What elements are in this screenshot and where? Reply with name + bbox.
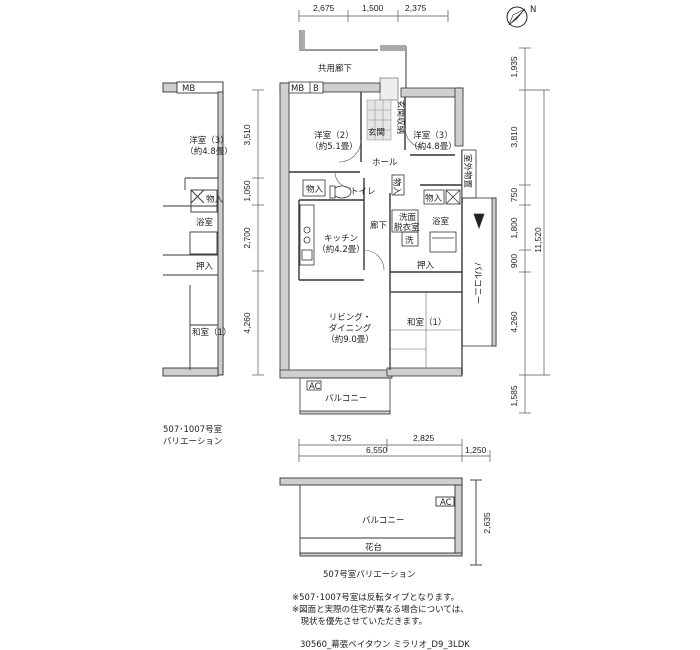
mb-box <box>288 81 324 94</box>
room2-size: （約5.1畳） <box>310 141 358 152</box>
side-balcony <box>461 197 497 347</box>
right-dim-3: 750 <box>509 188 519 202</box>
storage-label-3: 物入 <box>425 193 443 204</box>
room3-size: （約4.8畳） <box>409 141 457 152</box>
bottom-balcony-label: バルコニー <box>362 516 404 526</box>
bottom-ac-label: AC <box>440 498 452 508</box>
right-dim-4: 1,800 <box>509 217 519 239</box>
kitchen-name: キッチン <box>324 234 358 244</box>
living-size: （約9.0畳） <box>326 334 374 345</box>
outdoor-storage-label: 室外物置 <box>462 154 473 189</box>
note-3: 現状を優先させていただきます。 <box>292 617 428 627</box>
washroom-label: 洗面 <box>399 212 417 223</box>
bottom-dimension-line <box>298 439 491 462</box>
top-dim-1: 2,675 <box>313 3 335 13</box>
wash-bath-fixtures <box>391 209 457 253</box>
oshiire-label: 押入 <box>417 260 435 271</box>
genkan-storage-label: 玄関収納 <box>395 100 406 134</box>
room3-name: 洋室（3） <box>413 130 452 141</box>
bottom-variation-caption: 507号室バリエーション <box>323 570 416 580</box>
right-dim-7: 1,585 <box>509 385 519 407</box>
toilet-label: トイレ <box>350 187 376 197</box>
left-oshiire-label: 押入 <box>196 261 214 272</box>
left-caption-2: バリエーション <box>163 437 223 447</box>
bottom-dim-4: 1,250 <box>465 445 487 455</box>
left-dim-4: 4,260 <box>242 312 252 334</box>
north-arrow-icon <box>506 6 528 28</box>
ac-label: AC <box>309 382 321 392</box>
b-label: B <box>313 84 319 94</box>
note-1: ※507･1007号室は反転タイプとなります。 <box>292 593 460 603</box>
hallway-label: 廊下 <box>370 220 388 231</box>
bottom-variation-plan <box>279 477 482 566</box>
top-dim-3: 2,375 <box>405 3 427 13</box>
right-dimension-line <box>519 47 550 414</box>
corridor-label: 共用廊下 <box>318 63 353 74</box>
door-arcs <box>334 127 426 271</box>
left-dim-2: 1,050 <box>242 180 252 202</box>
top-dim-2: 1,500 <box>362 3 384 13</box>
bottom-kadai-label: 花台 <box>365 542 382 553</box>
bottom-balcony <box>299 377 391 415</box>
living-name-2: ダイニング <box>329 323 372 334</box>
tatami-grid <box>389 291 463 369</box>
north-label: N <box>530 5 536 15</box>
bottom-dim-2: 2,825 <box>413 433 435 443</box>
corridor-wall-hatch <box>300 30 406 51</box>
dim-2635: 2,635 <box>482 512 492 534</box>
genkan-label: 玄関 <box>368 127 385 138</box>
mb-label: MB <box>291 84 304 94</box>
left-storage-label: 物入 <box>206 194 224 205</box>
bottom-dim-1: 3,725 <box>330 433 352 443</box>
hall-label: ホール <box>372 158 398 168</box>
bottom-dim-3: 6,550 <box>366 445 388 455</box>
footer-title: 30560_幕張ベイタウン ミラリオ_D9_3LDK <box>300 640 470 650</box>
storage-label-2: 物入 <box>391 178 402 196</box>
kitchen-size: （約4.2畳） <box>317 244 365 255</box>
left-dim-3: 2,700 <box>242 227 252 249</box>
right-dim-1: 1,935 <box>509 56 519 78</box>
left-washitsu-label: 和室（1） <box>192 327 231 338</box>
right-dim-2: 3,810 <box>509 126 519 148</box>
side-balcony-label: バルコニー <box>472 262 482 304</box>
washitsu-label: 和室（1） <box>407 317 446 328</box>
dressing-label: 脱衣室 <box>394 222 420 233</box>
left-variation-plan <box>162 81 224 377</box>
balcony-label: バルコニー <box>325 394 367 404</box>
living-name-1: リビング・ <box>329 312 372 323</box>
left-room-name: 洋室（3） <box>189 135 228 146</box>
left-caption-1: 507･1007号室 <box>163 425 223 435</box>
left-bath-label: 浴室 <box>196 217 214 228</box>
left-dimension-line <box>252 89 264 376</box>
left-dim-1: 3,510 <box>242 124 252 146</box>
note-2: ※図面と実際の住宅が異なる場合については、 <box>292 605 469 615</box>
outer-walls <box>279 82 464 379</box>
bath-label: 浴室 <box>432 216 450 227</box>
left-mb-label: MB <box>182 84 195 94</box>
sen-label: 洗 <box>405 235 414 246</box>
toilet-icon <box>329 185 352 199</box>
entrance-tile <box>366 99 392 141</box>
top-dimension-line <box>298 10 449 22</box>
kitchen-counter <box>299 204 315 266</box>
right-dim-total: 11,520 <box>533 227 543 253</box>
room2-name: 洋室（2） <box>314 130 353 141</box>
storage-boxes <box>302 149 477 205</box>
storage-label-1: 物入 <box>306 184 324 195</box>
right-dim-5: 900 <box>509 254 519 268</box>
right-dim-6: 4,260 <box>509 311 519 333</box>
left-room-size: （約4.8畳） <box>185 146 233 157</box>
